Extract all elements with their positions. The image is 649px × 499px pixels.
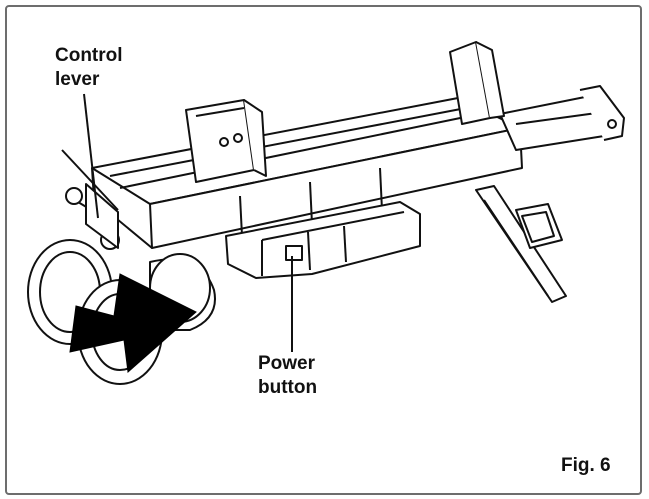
control-lever-label-line2: lever	[55, 69, 100, 90]
figure-number: Fig. 6	[561, 455, 611, 476]
control-lever-label-line1: Control	[55, 45, 123, 66]
direction-arrow	[69, 273, 197, 374]
splitting-wedge	[449, 41, 505, 125]
motor-housing	[225, 201, 421, 279]
control-lever-leader	[83, 93, 99, 219]
control-lever-label: Control lever	[55, 44, 165, 92]
callout-leaders	[83, 93, 293, 352]
power-button-label-line1: Power	[258, 353, 316, 374]
control-lever	[61, 149, 120, 250]
power-button-label-line2: button	[258, 377, 318, 398]
log-pusher-plate	[185, 99, 267, 183]
power-button-label: Power button	[258, 352, 368, 400]
support-leg	[475, 185, 567, 303]
hydraulic-ram	[499, 85, 625, 151]
